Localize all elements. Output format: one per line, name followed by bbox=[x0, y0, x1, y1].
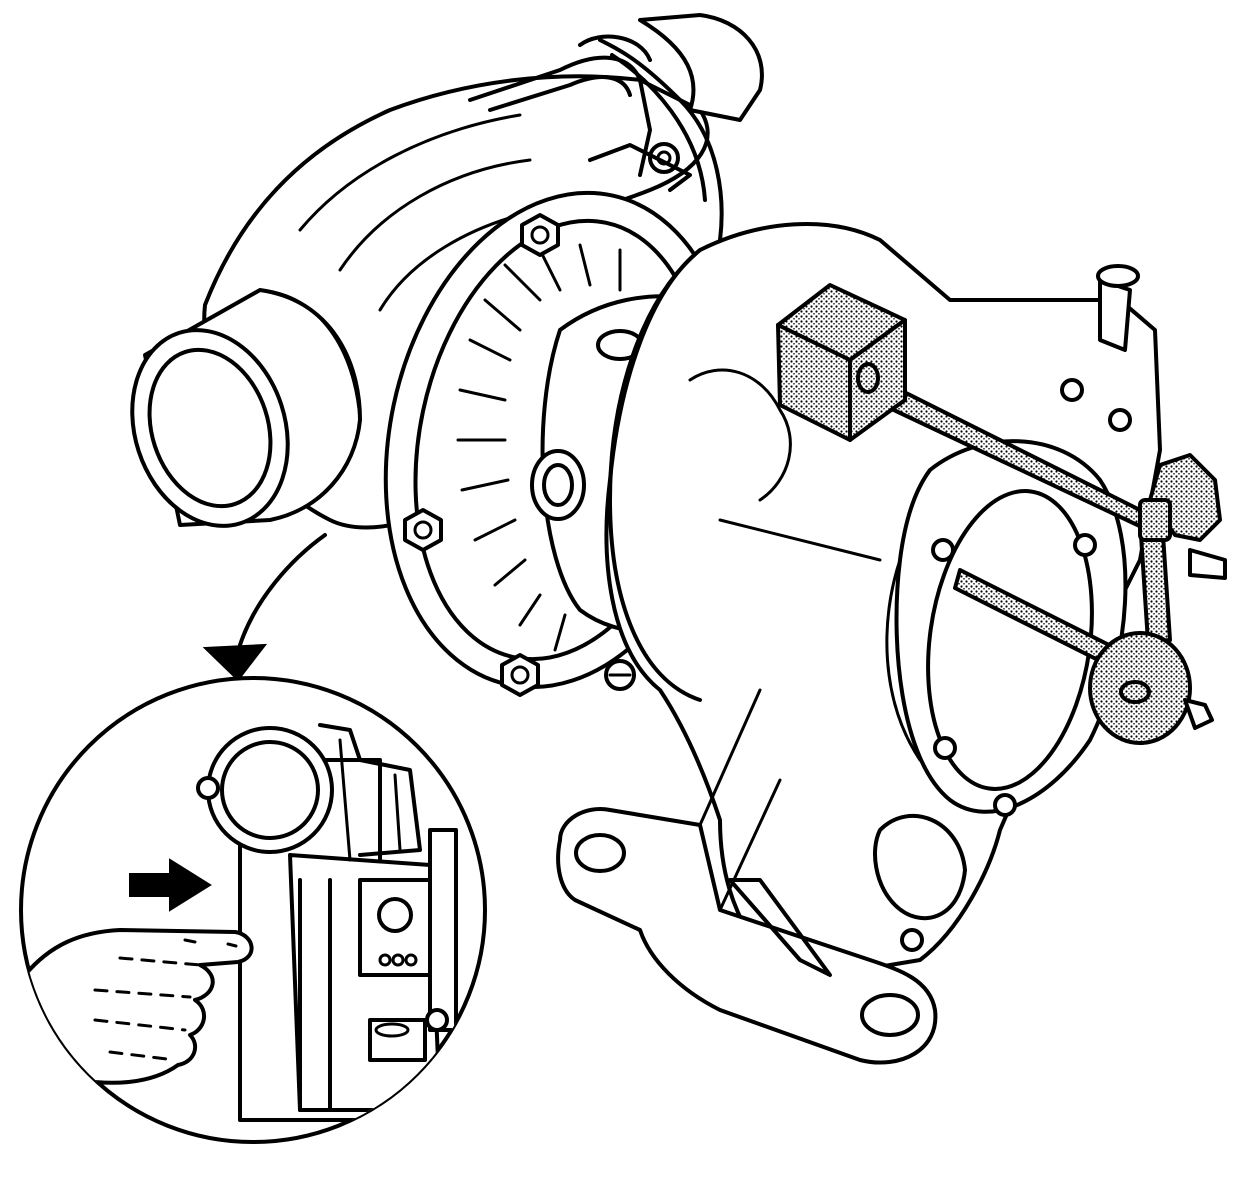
hand bbox=[21, 928, 254, 1085]
mounting-bracket bbox=[556, 688, 967, 1065]
turbine-outlet-flange bbox=[894, 378, 1132, 952]
curved-arrow-down-left bbox=[202, 533, 327, 682]
inset-detail bbox=[19, 676, 487, 1144]
housing-bolts bbox=[403, 213, 636, 697]
dial-indicator bbox=[776, 283, 1227, 745]
arrow-right bbox=[129, 858, 212, 912]
turbocharger-assembly bbox=[130, 13, 1162, 1065]
